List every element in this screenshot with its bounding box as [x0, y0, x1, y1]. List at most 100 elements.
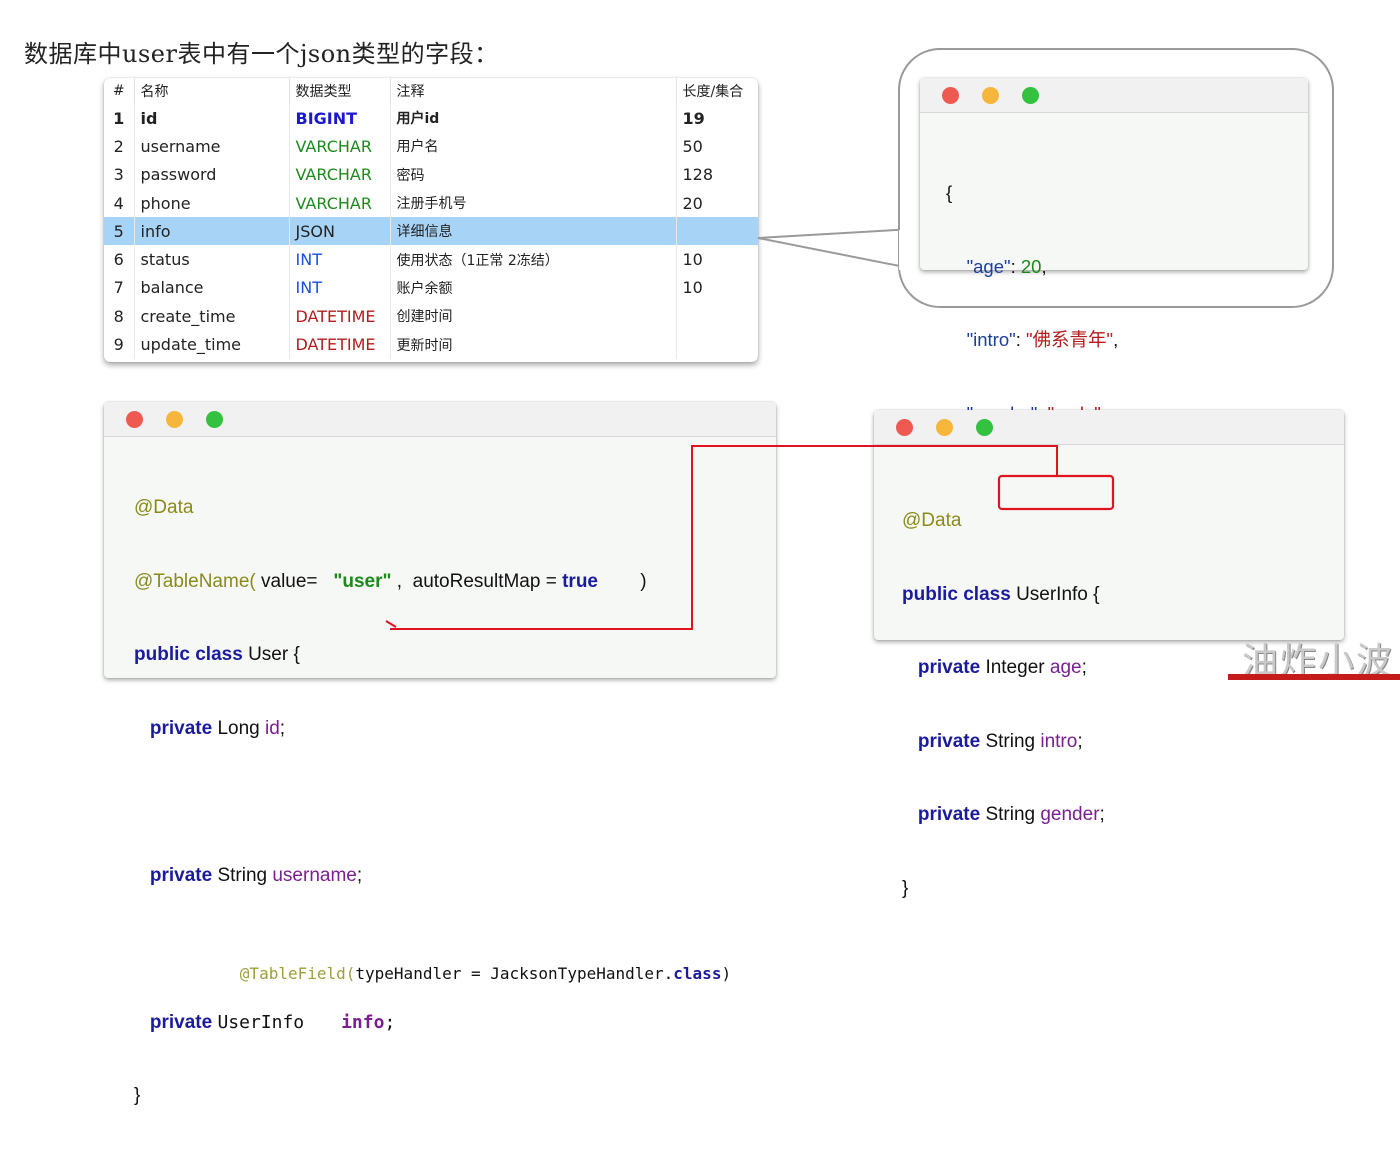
row-number[interactable]: 5 — [104, 217, 135, 246]
row-comment[interactable]: 用户名 — [390, 132, 677, 161]
maximize-dot-icon[interactable] — [1022, 87, 1039, 104]
type-string: String — [985, 804, 1036, 825]
row-comment[interactable]: 使用状态（1正常 2冻结） — [390, 245, 677, 274]
row-length[interactable]: 128 — [676, 160, 758, 189]
row-number[interactable]: 9 — [104, 330, 135, 359]
row-length[interactable]: 10 — [676, 245, 758, 274]
row-length[interactable]: 20 — [676, 188, 758, 218]
maximize-dot-icon[interactable] — [976, 419, 993, 436]
row-number[interactable]: 3 — [104, 160, 135, 189]
userinfo-class-code: @Data public class UserInfo { private In… — [902, 460, 1105, 950]
column-header-index[interactable]: # — [104, 78, 135, 104]
row-name[interactable]: id — [134, 104, 290, 133]
table-name-string: "user" — [333, 570, 392, 592]
column-header-comment[interactable]: 注释 — [390, 78, 677, 104]
field-info: info — [341, 1011, 385, 1033]
close-dot-icon[interactable] — [896, 419, 913, 436]
row-name[interactable]: update_time — [134, 330, 290, 359]
class-name: UserInfo { — [1016, 583, 1100, 605]
minimize-dot-icon[interactable] — [982, 87, 999, 104]
maximize-dot-icon[interactable] — [206, 411, 223, 428]
private-keyword: private — [917, 804, 981, 825]
annotation-tablefield: @TableField( — [239, 963, 356, 983]
minimize-dot-icon[interactable] — [936, 419, 953, 436]
row-comment[interactable]: 更新时间 — [390, 330, 677, 359]
close-paren: ) — [721, 963, 732, 983]
public-keyword: public — [902, 583, 958, 605]
row-type[interactable]: VARCHAR — [289, 132, 391, 161]
user-class-code: @Data @TableName( value= "user" , autoRe… — [134, 447, 731, 1158]
row-name[interactable]: status — [134, 245, 290, 274]
row-comment[interactable]: 账户余额 — [390, 273, 677, 303]
field-username: username — [272, 864, 357, 886]
userinfo-class-window: @Data public class UserInfo { private In… — [874, 410, 1344, 899]
row-length[interactable]: 19 — [676, 104, 758, 133]
field-id: id — [265, 717, 280, 739]
type-userinfo: UserInfo — [217, 1011, 305, 1033]
row-type[interactable]: VARCHAR — [289, 188, 391, 218]
annotation-data: @Data — [134, 497, 194, 518]
row-comment[interactable]: 详细信息 — [390, 217, 677, 246]
row-name[interactable]: create_time — [134, 302, 290, 331]
bottom-red-strip — [1228, 674, 1400, 680]
row-comment[interactable]: 密码 — [390, 160, 677, 189]
row-name[interactable]: password — [134, 160, 290, 189]
json-example-window: { "age": 20, "intro": "佛系青年", "gender": … — [920, 78, 1308, 497]
row-type[interactable]: JSON — [289, 217, 391, 246]
row-comment[interactable]: 创建时间 — [390, 302, 677, 331]
column-header-type[interactable]: 数据类型 — [289, 78, 391, 104]
semicolon: ; — [1099, 804, 1105, 825]
annotation-data: @Data — [902, 510, 962, 531]
column-header-name[interactable]: 名称 — [134, 78, 290, 104]
row-name[interactable]: username — [134, 132, 290, 161]
row-number[interactable]: 7 — [104, 273, 135, 303]
close-dot-icon[interactable] — [942, 87, 959, 104]
row-type[interactable]: BIGINT — [289, 104, 391, 133]
type-long: Long — [217, 717, 260, 739]
type-string: String — [985, 730, 1036, 752]
row-length[interactable] — [676, 330, 758, 359]
row-number[interactable]: 8 — [104, 302, 135, 331]
row-length[interactable] — [676, 217, 758, 246]
minimize-dot-icon[interactable] — [166, 411, 183, 428]
json-intro-value: "佛系青年" — [1025, 329, 1114, 350]
type-string: String — [217, 864, 268, 886]
annotation-tablename: @TableName( — [134, 570, 256, 592]
private-keyword: private — [917, 730, 981, 752]
row-type[interactable]: VARCHAR — [289, 160, 391, 189]
row-name[interactable]: phone — [134, 188, 290, 218]
semicolon: ; — [384, 1011, 396, 1033]
row-number[interactable]: 4 — [104, 188, 135, 218]
row-length[interactable]: 10 — [676, 273, 758, 303]
column-header-length[interactable]: 长度/集合 — [676, 78, 758, 104]
row-name[interactable]: info — [134, 217, 290, 246]
row-comment[interactable]: 注册手机号 — [390, 188, 677, 218]
private-keyword: private — [149, 864, 213, 886]
close-brace: } — [134, 1085, 141, 1106]
row-number[interactable]: 1 — [104, 104, 135, 133]
json-age-key: "age" — [966, 255, 1011, 277]
semicolon: ; — [1077, 730, 1083, 752]
row-type[interactable]: INT — [289, 245, 391, 274]
row-number[interactable]: 2 — [104, 132, 135, 161]
row-name[interactable]: balance — [134, 273, 290, 303]
row-type[interactable]: DATETIME — [289, 330, 391, 359]
close-dot-icon[interactable] — [126, 411, 143, 428]
row-length[interactable] — [676, 302, 758, 331]
row-comment[interactable]: 用户id — [390, 104, 677, 133]
row-length[interactable]: 50 — [676, 132, 758, 161]
row-type[interactable]: INT — [289, 273, 391, 303]
row-number[interactable]: 6 — [104, 245, 135, 274]
window-title-bar — [874, 410, 1344, 445]
row-type[interactable]: DATETIME — [289, 302, 391, 331]
